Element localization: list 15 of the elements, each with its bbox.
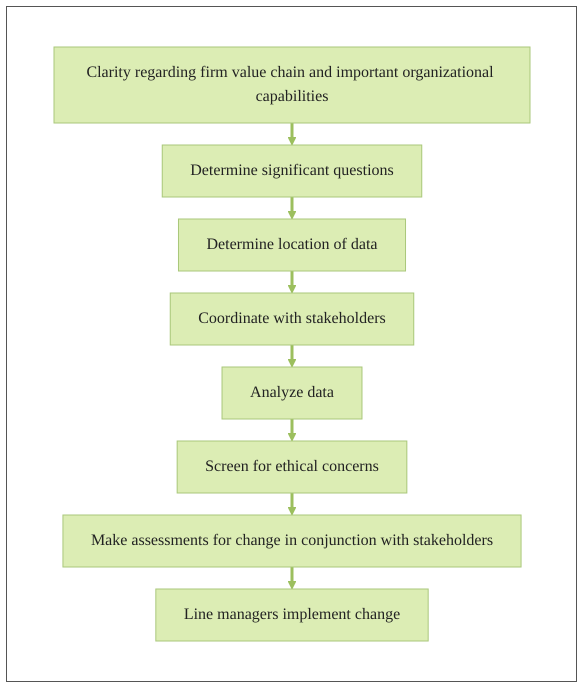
arrow bbox=[287, 419, 296, 442]
node-box: Screen for ethical concerns bbox=[176, 440, 407, 494]
arrow bbox=[287, 197, 296, 220]
arrow bbox=[287, 271, 296, 294]
arrow bbox=[287, 567, 296, 590]
arrow bbox=[287, 123, 296, 146]
node-box: Determine significant questions bbox=[161, 144, 422, 198]
arrow bbox=[287, 345, 296, 368]
node-box: Coordinate with stakeholders bbox=[169, 292, 414, 346]
node-box: Make assessments for change in conjunction with stakeholders bbox=[62, 514, 522, 568]
node-box: Line managers implement change bbox=[154, 588, 428, 642]
node-box: Determine location of data bbox=[177, 218, 406, 272]
node-box: Clarity regarding firm value chain and important organizational capabilities bbox=[53, 46, 530, 124]
arrow bbox=[287, 493, 296, 516]
node-box: Analyze data bbox=[221, 366, 362, 420]
